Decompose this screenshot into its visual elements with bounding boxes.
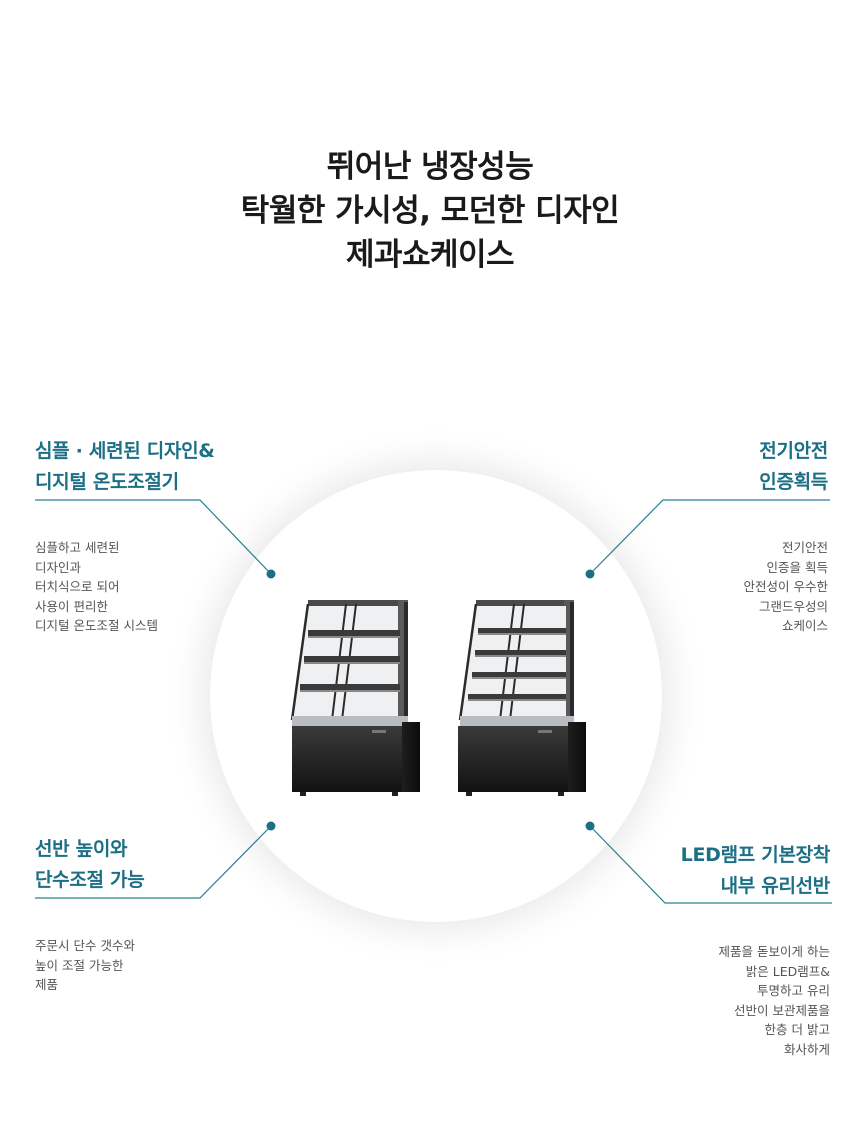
feature-top-left: 심플 · 세련된 디자인& 디지털 온도조절기 심플하고 세련된 디자인과 터치…: [35, 436, 295, 636]
showcase-left: [290, 600, 420, 796]
dot-top-right: [585, 569, 595, 579]
headline-line-1: 뛰어난 냉장성능: [326, 149, 534, 185]
connector-bottom-left: [35, 825, 272, 899]
feature-title: 전기안전 인증획득: [588, 436, 828, 498]
description-line: 화사하게: [783, 1041, 830, 1057]
headline-line-2: 탁월한 가시성, 모던한 디자인: [240, 193, 620, 229]
description-line: 사용이 편리한: [35, 598, 108, 614]
feature-top-right: 전기안전 인증획득 전기안전 인증을 획득 안전성이 우수한 그랜드우성의 쇼케…: [588, 436, 829, 636]
product-circle: [210, 470, 662, 922]
feature-title-line: 디지털 온도조절기: [35, 471, 179, 493]
connector-top-left: [35, 499, 272, 575]
feature-title: LED램프 기본장착 내부 유리선반: [570, 840, 831, 902]
description-line: 제품: [35, 977, 59, 992]
feature-description: 전기안전 인증을 획득 안전성이 우수한 그랜드우성의 쇼케이스: [588, 538, 828, 636]
feature-title: 심플 · 세련된 디자인& 디지털 온도조절기: [35, 436, 295, 498]
feature-title-line: 전기안전: [759, 440, 828, 462]
feature-description: 주문시 단수 갯수와 높이 조절 가능한 제품: [35, 936, 295, 995]
description-line: 터치식으로 되어: [35, 579, 120, 594]
feature-title: 선반 높이와 단수조절 가능: [35, 834, 295, 896]
description-line: 제품을 돋보이게 하는: [718, 944, 830, 959]
product-image: [290, 600, 586, 796]
description-line: 선반이 보관제품을: [734, 1002, 830, 1018]
description-line: 쇼케이스: [781, 618, 828, 633]
dot-bottom-left: [266, 821, 276, 831]
dot-bottom-right: [585, 821, 595, 831]
dot-top-left: [266, 569, 276, 579]
feature-title-line: 심플 · 세련된 디자인&: [35, 440, 215, 462]
feature-title-line: 선반 높이와: [35, 838, 128, 860]
feature-bottom-left: 선반 높이와 단수조절 가능 주문시 단수 갯수와 높이 조절 가능한 제품: [35, 834, 295, 995]
description-line: 그랜드우성의: [758, 598, 828, 614]
feature-title-line: 내부 유리선반: [720, 875, 831, 897]
description-line: 투명하고 유리: [757, 983, 830, 998]
headline: 뛰어난 냉장성능 탁월한 가시성, 모던한 디자인 제과쇼케이스: [0, 145, 860, 277]
description-line: 안전성이 우수한: [743, 579, 828, 594]
description-line: 주문시 단수 갯수와: [35, 938, 135, 953]
feature-bottom-right: LED램프 기본장착 내부 유리선반 제품을 돋보이게 하는 밝은 LED램프&…: [570, 840, 831, 1059]
connector-top-right: [589, 499, 830, 575]
feature-description: 심플하고 세련된 디자인과 터치식으로 되어 사용이 편리한 디지털 온도조절 …: [35, 538, 295, 636]
feature-title-line: 인증획득: [759, 471, 828, 493]
description-line: 디지털 온도조절 시스템: [35, 618, 158, 633]
description-line: 밝은 LED램프&: [745, 963, 830, 979]
feature-description: 제품을 돋보이게 하는 밝은 LED램프& 투명하고 유리 선반이 보관제품을 …: [570, 942, 830, 1059]
feature-title-line: 단수조절 가능: [35, 869, 145, 891]
description-line: 인증을 획득: [766, 559, 828, 575]
description-line: 디자인과: [35, 559, 82, 575]
description-line: 높이 조절 가능한: [35, 957, 124, 973]
connector-bottom-right: [589, 825, 832, 904]
description-line: 심플하고 세련된: [35, 540, 120, 555]
description-line: 한층 더 밝고: [764, 1022, 830, 1037]
description-line: 전기안전: [781, 540, 828, 555]
showcase-right: [458, 600, 586, 796]
headline-line-3: 제과쇼케이스: [345, 237, 515, 273]
feature-title-line: LED램프 기본장착: [680, 844, 831, 866]
